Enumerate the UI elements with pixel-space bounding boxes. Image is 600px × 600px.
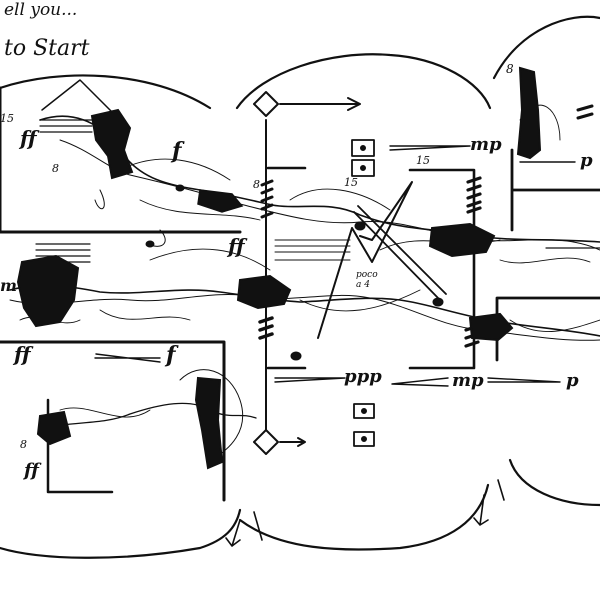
- gesture-band-upper-2: [59, 139, 600, 251]
- arrow-bottom-right-1: [473, 494, 489, 526]
- ladder-right: [466, 176, 482, 214]
- annotation-8-left-mid: 8: [52, 162, 59, 175]
- ink-cluster-bottom-left: [36, 410, 72, 446]
- square-box-2: [351, 159, 375, 177]
- right-center-box: [408, 168, 476, 370]
- dynamic-ppp-center: ppp: [344, 366, 382, 387]
- diagonal-line: [353, 205, 447, 301]
- dynamic-f-lower: f: [166, 342, 176, 368]
- dynamic-ff-bottom-left: ff: [24, 460, 39, 481]
- header-line-2: to Start: [4, 36, 90, 61]
- right-lobe-outline: [492, 15, 600, 507]
- ink-cluster-center: [236, 274, 292, 310]
- dynamic-mf-left-edge: m: [0, 276, 17, 295]
- note-head-4: [175, 184, 185, 192]
- box-dot-4: [361, 436, 367, 442]
- note-head-1: [354, 221, 366, 231]
- dynamic-ff-upper-left: ff: [20, 126, 37, 150]
- ladder-right-upper: [576, 104, 594, 120]
- square-box-1: [351, 139, 375, 157]
- dynamic-p-right: p: [580, 150, 593, 171]
- diamond-top: [253, 91, 279, 117]
- triangle-top-left: [41, 79, 119, 119]
- box-dot-3: [361, 408, 367, 414]
- box-dot-1: [360, 145, 366, 151]
- center-lobe-outline: [235, 53, 492, 551]
- scribble-curve-6: [94, 189, 166, 247]
- annotation-15-right: 15: [416, 154, 430, 167]
- arrow-bottom: [279, 437, 306, 447]
- right-upper-box: [510, 148, 600, 232]
- diamond-bottom: [253, 429, 279, 455]
- annotation-poco-a-poco: poco a 4: [356, 270, 378, 290]
- scribble-curve-5: [179, 369, 244, 461]
- square-box-3: [353, 403, 375, 419]
- ladder-center-bottom: [258, 316, 274, 340]
- ink-block-top-right: [516, 66, 542, 160]
- note-head-5: [145, 240, 155, 248]
- annotation-8-top-right: 8: [506, 62, 514, 76]
- dynamic-ff-center: ff: [228, 234, 245, 258]
- upper-left-box: [0, 86, 242, 234]
- ink-cluster-right-lower: [468, 312, 514, 342]
- dynamic-mp-lower-right: mp: [452, 370, 484, 391]
- ink-block-bottom-center: [194, 376, 224, 470]
- hairpin-4: [487, 377, 561, 383]
- dynamic-f-upper: f: [172, 138, 182, 164]
- ink-cluster-left: [16, 254, 80, 328]
- annotation-15-top-left: 15: [0, 112, 14, 125]
- dynamic-ff-lower-left: ff: [14, 342, 31, 366]
- note-head-2: [290, 351, 302, 361]
- scribble-curve-1: [119, 158, 271, 271]
- scribble-curve-4: [19, 309, 191, 418]
- hairpin-5: [389, 145, 471, 151]
- arrow-bottom-left-2: [253, 511, 263, 541]
- header-line-1: ell you...: [4, 0, 78, 20]
- annotation-8-center: 8: [253, 178, 260, 191]
- staff-lines-left: [35, 119, 93, 263]
- center-box: [266, 166, 307, 370]
- dynamic-mp-top-right: mp: [470, 134, 502, 155]
- ladder-center-top: [260, 179, 274, 219]
- dynamic-p-lower-right: p: [566, 370, 579, 391]
- ink-cluster-upper-mid: [197, 189, 244, 213]
- annotation-15-left: 15: [344, 176, 358, 189]
- left-lobe-outline: [0, 74, 242, 559]
- box-dot-2: [360, 165, 366, 171]
- arrow-bottom-left-1: [225, 519, 241, 547]
- annotation-8-bottom-left: 8: [20, 438, 27, 451]
- note-head-3: [432, 297, 444, 307]
- hairpin-3: [391, 377, 449, 387]
- staff-lines-center: [274, 239, 351, 261]
- ink-cluster-upper-left: [90, 108, 134, 180]
- arrow-bottom-right-2: [497, 479, 505, 501]
- arrow-top: [279, 97, 361, 111]
- hairpin-1: [94, 353, 161, 363]
- middle-left-box: [0, 340, 226, 502]
- square-box-4: [353, 431, 375, 447]
- ink-cluster-right: [428, 222, 496, 258]
- gesture-band-lower: [39, 402, 257, 431]
- hairpin-2: [274, 377, 346, 383]
